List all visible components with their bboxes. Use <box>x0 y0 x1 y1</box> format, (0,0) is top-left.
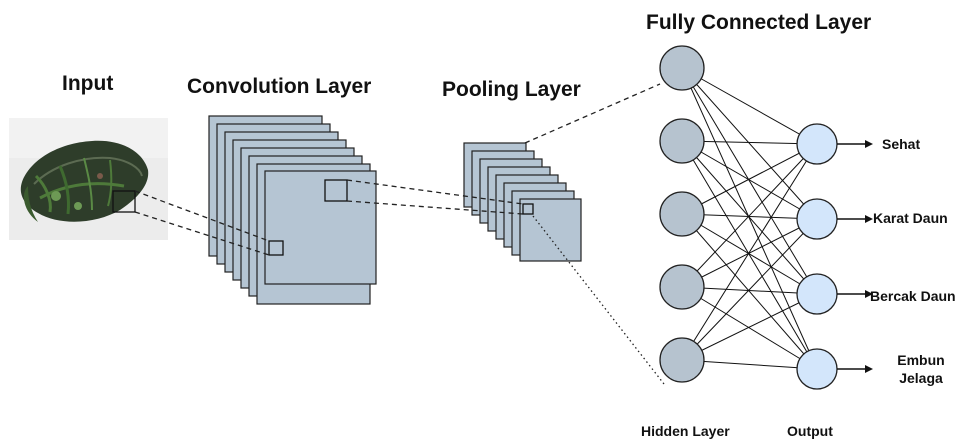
convolution-feature-maps <box>208 115 377 305</box>
fc-connection <box>681 140 818 370</box>
pooling-map-front <box>519 198 582 262</box>
fc-connection <box>681 218 818 288</box>
pooling-layer-title: Pooling Layer <box>442 78 581 101</box>
output-arrow-head <box>865 140 873 148</box>
conv-receptive-field-small <box>268 240 284 256</box>
input-receptive-field <box>112 190 136 213</box>
fully-connected-layer-title: Fully Connected Layer <box>646 11 872 34</box>
class-label-sehat: Sehat <box>882 136 921 152</box>
fc-connection <box>681 293 818 361</box>
output-node <box>796 198 838 240</box>
output-node <box>796 348 838 390</box>
fc-connection <box>681 67 818 370</box>
convolution-layer-title: Convolution Layer <box>187 75 372 98</box>
output-arrow-head <box>865 365 873 373</box>
convolution-map-front <box>264 170 377 285</box>
fc-connection <box>681 143 818 361</box>
fc-connection <box>681 140 818 220</box>
output-node <box>796 273 838 315</box>
fc-connection <box>681 67 818 295</box>
fc-connection <box>681 218 818 361</box>
fully-connected-nodes <box>659 45 838 390</box>
projection-lines <box>134 83 665 385</box>
hidden-layer-label: Hidden Layer <box>641 423 730 439</box>
class-label-bercak-daun: Bercak Daun <box>870 288 956 304</box>
pool-receptive-field <box>522 203 534 215</box>
fc-connection <box>681 143 818 288</box>
output-node <box>796 123 838 165</box>
conv-receptive-field-large <box>324 179 348 202</box>
fc-connection <box>681 213 818 295</box>
fc-connection <box>681 67 818 145</box>
fc-connection <box>681 67 818 220</box>
class-label-karat-daun: Karat Daun <box>873 210 948 226</box>
hidden-node <box>659 45 705 91</box>
fc-connection <box>681 213 818 370</box>
class-label-embun-jelaga: Embun Jelaga <box>897 352 945 386</box>
hidden-node <box>659 118 705 164</box>
output-arrows <box>837 140 873 373</box>
fc-connection <box>681 140 818 295</box>
hidden-node <box>659 337 705 383</box>
fc-connection <box>681 286 818 370</box>
hidden-node <box>659 191 705 237</box>
output-label: Output <box>787 423 833 439</box>
hidden-node <box>659 264 705 310</box>
input-leaf-image <box>9 118 168 240</box>
fc-connection <box>681 143 818 215</box>
input-title: Input <box>62 72 114 95</box>
output-arrow-head <box>865 290 873 298</box>
pooling-feature-maps <box>463 142 582 262</box>
output-arrow-head <box>865 215 873 223</box>
